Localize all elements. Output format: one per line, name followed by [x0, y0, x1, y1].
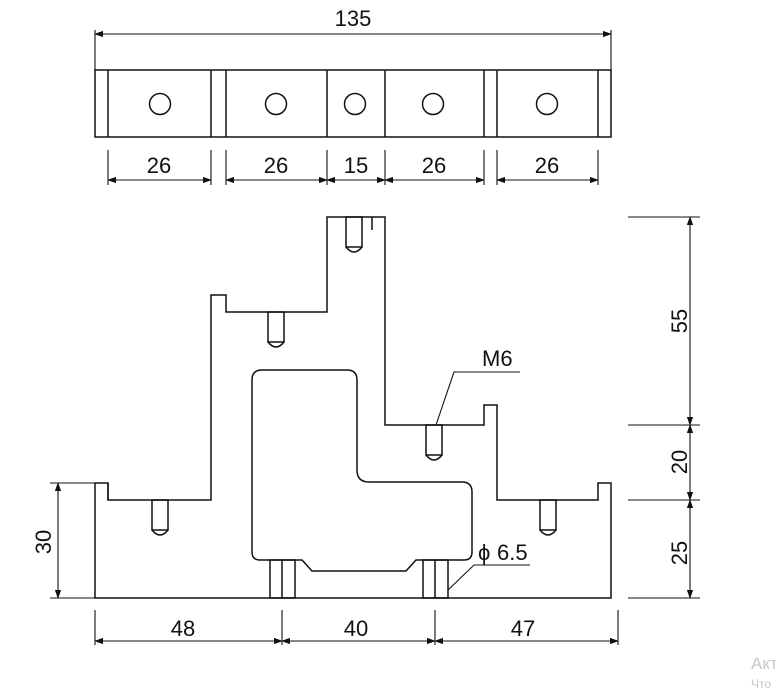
dim-height-25: 25	[667, 541, 692, 565]
dim-bottom-40: 40	[344, 616, 368, 641]
hole-leader	[447, 564, 530, 591]
watermark-line-2: Что	[751, 677, 771, 691]
dim-segment-1: 26	[147, 153, 171, 178]
dim-height-20: 20	[667, 450, 692, 474]
screw-3	[345, 216, 363, 253]
screw-5	[539, 499, 557, 536]
dim-segment-5: 26	[535, 153, 559, 178]
top-view: 135 26 26 15 26 26	[94, 6, 612, 185]
hole-symbol: ϕ	[478, 540, 490, 565]
insulator-body	[251, 369, 473, 572]
screw-4	[425, 424, 443, 461]
dim-overall-width: 135	[335, 6, 372, 31]
hole-label: 6.5	[497, 540, 528, 565]
dim-segment-2: 26	[264, 153, 288, 178]
dim-height-55: 55	[667, 309, 692, 333]
screw-2	[267, 311, 285, 348]
front-view: M6 ϕ 6.5 55 20 25 30 48 40 47	[31, 216, 700, 645]
hole-4	[421, 92, 445, 116]
thread-label: M6	[482, 346, 513, 371]
dim-segment-4: 26	[422, 153, 446, 178]
watermark-line-1: Акт	[751, 654, 776, 673]
thread-leader	[435, 371, 520, 426]
screw-1	[151, 499, 169, 536]
busbar-profile	[94, 216, 612, 599]
hole-3	[343, 92, 367, 116]
hole-1	[148, 92, 172, 116]
busbar-outline	[94, 69, 612, 138]
dim-left-height: 30	[31, 530, 56, 554]
dim-segment-3: 15	[344, 153, 368, 178]
hole-2	[264, 92, 288, 116]
dim-bottom-48: 48	[171, 616, 195, 641]
dim-bottom-47: 47	[511, 616, 535, 641]
hole-5	[535, 92, 559, 116]
